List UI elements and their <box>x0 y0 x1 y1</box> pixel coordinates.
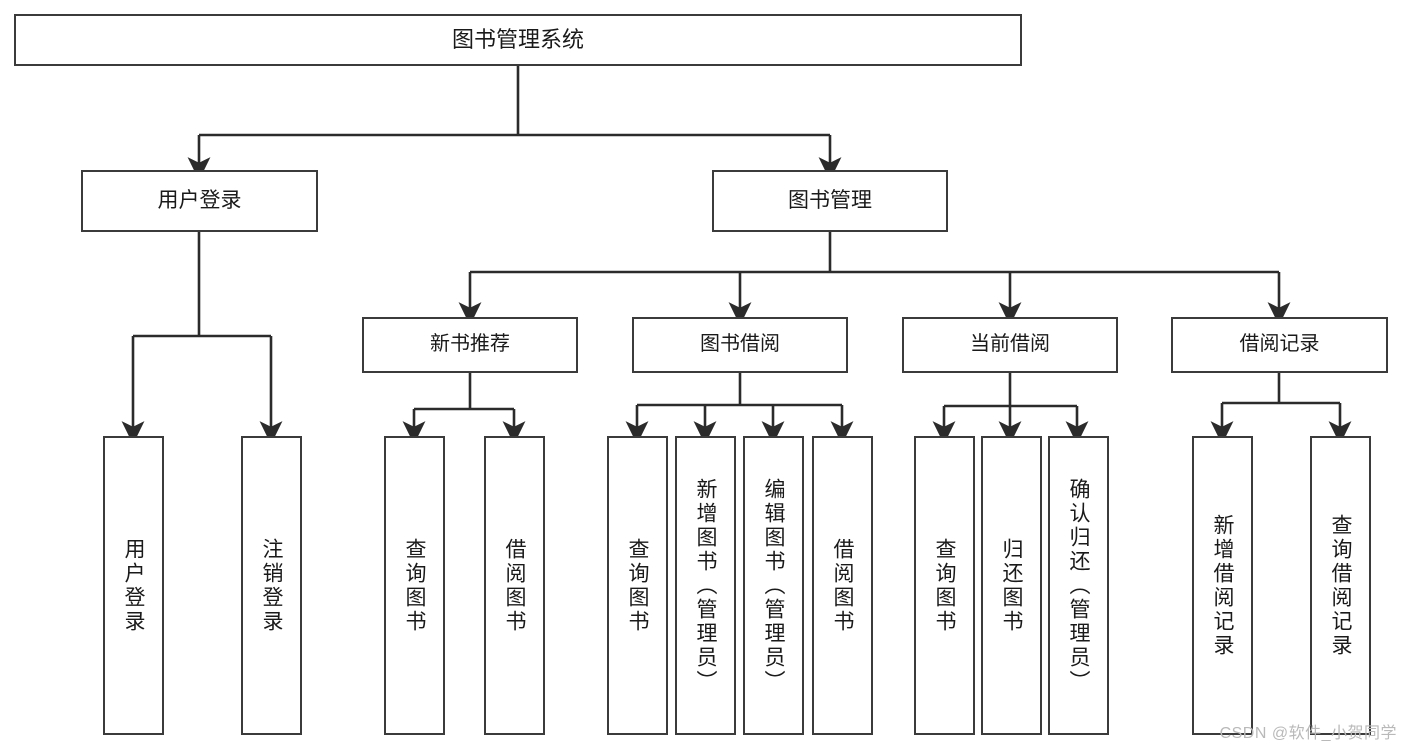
node-user-login[interactable]: 用户登录 <box>81 170 318 232</box>
node-label: 注销登录 <box>260 537 283 634</box>
node-label: 查询图书 <box>626 537 649 634</box>
node-label: 查询图书 <box>403 537 426 634</box>
node-label: 查询借阅记录 <box>1329 513 1352 658</box>
leaf-borrow-add-book-admin[interactable]: 新增图书（管理员） <box>675 436 736 735</box>
node-label: 查询图书 <box>933 537 956 634</box>
node-root-system[interactable]: 图书管理系统 <box>14 14 1022 66</box>
leaf-record-add-record[interactable]: 新增借阅记录 <box>1192 436 1253 735</box>
node-current-borrow[interactable]: 当前借阅 <box>902 317 1118 373</box>
leaf-borrow-query-book[interactable]: 查询图书 <box>607 436 668 735</box>
node-label: 图书管理系统 <box>451 27 584 53</box>
leaf-record-query-record[interactable]: 查询借阅记录 <box>1310 436 1371 735</box>
leaf-borrow-borrow-book[interactable]: 借阅图书 <box>812 436 873 735</box>
node-label: 用户登录 <box>122 537 145 634</box>
node-label: 确认归还（管理员） <box>1067 477 1090 694</box>
node-label: 借阅图书 <box>831 537 854 634</box>
node-label: 新增图书（管理员） <box>694 477 717 694</box>
leaf-recommend-query-book[interactable]: 查询图书 <box>384 436 445 735</box>
node-book-borrow[interactable]: 图书借阅 <box>632 317 848 373</box>
node-label: 归还图书 <box>1000 537 1023 634</box>
node-label: 当前借阅 <box>970 333 1050 356</box>
leaf-current-confirm-return-admin[interactable]: 确认归还（管理员） <box>1048 436 1109 735</box>
node-label: 借阅记录 <box>1239 333 1320 356</box>
node-label: 新书推荐 <box>430 333 510 356</box>
leaf-user-login-login[interactable]: 用户登录 <box>103 436 164 735</box>
leaf-current-return-book[interactable]: 归还图书 <box>981 436 1042 735</box>
node-label: 用户登录 <box>157 188 242 212</box>
leaf-user-login-logout[interactable]: 注销登录 <box>241 436 302 735</box>
node-label: 图书管理 <box>788 188 872 212</box>
leaf-borrow-edit-book-admin[interactable]: 编辑图书（管理员） <box>743 436 804 735</box>
leaf-current-query-book[interactable]: 查询图书 <box>914 436 975 735</box>
node-borrow-record[interactable]: 借阅记录 <box>1171 317 1388 373</box>
node-new-book-recommend[interactable]: 新书推荐 <box>362 317 578 373</box>
leaf-recommend-borrow-book[interactable]: 借阅图书 <box>484 436 545 735</box>
csdn-watermark: CSDN @软件_小贺同学 <box>1219 725 1397 742</box>
node-label: 新增借阅记录 <box>1211 513 1234 658</box>
node-book-management[interactable]: 图书管理 <box>712 170 948 232</box>
node-label: 图书借阅 <box>700 333 780 356</box>
node-label: 借阅图书 <box>503 537 526 634</box>
node-label: 编辑图书（管理员） <box>762 477 785 694</box>
